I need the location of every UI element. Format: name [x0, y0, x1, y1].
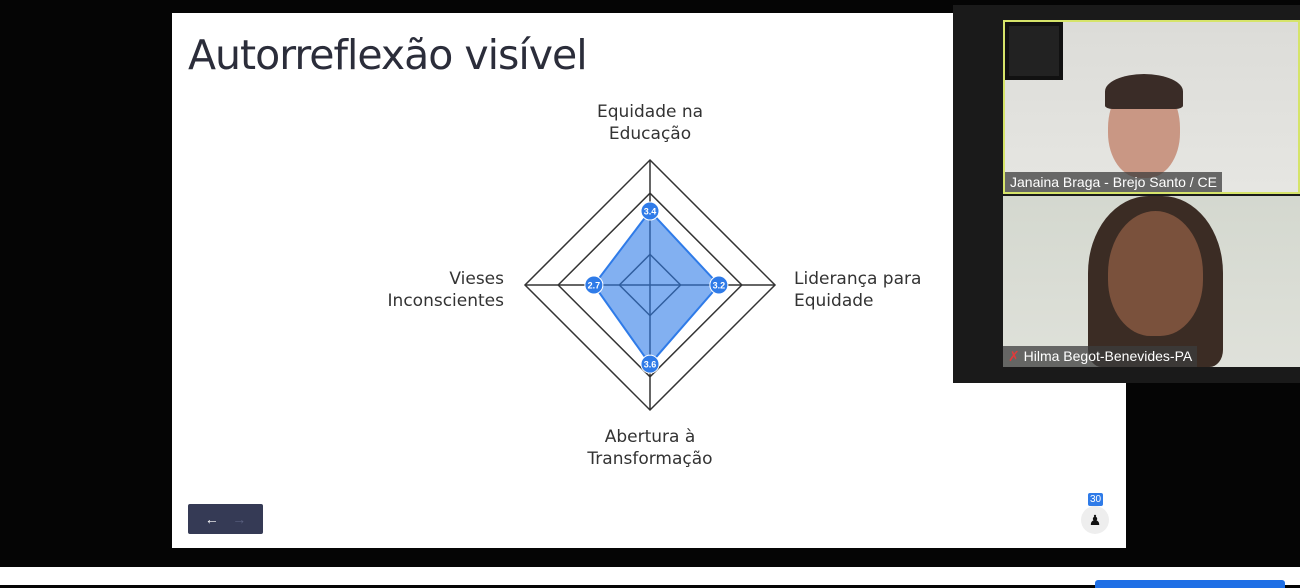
participant-name-bar: ✗ Hilma Begot-Benevides-PA [1003, 346, 1198, 367]
axis-label-line: Abertura à [604, 427, 696, 447]
radar-point [640, 354, 660, 374]
prev-slide-button[interactable]: ← [204, 511, 219, 527]
next-slide-button[interactable]: → [232, 511, 247, 527]
action-button[interactable] [1095, 580, 1285, 588]
slide-navigation: ← → [188, 504, 263, 534]
data-label: 3.2 [713, 281, 726, 291]
slide-title: Autorreflexão visível [188, 31, 588, 79]
bottom-bar [0, 567, 1300, 585]
video-tile-active-speaker[interactable]: Janaina Braga - Brejo Santo / CE [1003, 20, 1300, 194]
muted-mic-icon: ✗ [1008, 348, 1024, 364]
axis-label-line: Inconscientes [387, 291, 504, 311]
radar-chart: 3.4 3.2 3.6 2.7 [523, 158, 777, 412]
axis-label-line: Vieses [449, 269, 504, 289]
radar-point [709, 275, 729, 295]
radar-area [592, 209, 721, 366]
radar-point [584, 275, 604, 295]
person-icon[interactable]: ♟ [1081, 506, 1109, 534]
wall-picture [1005, 22, 1063, 80]
axis-label-line: Liderança para [794, 269, 922, 289]
data-label: 3.4 [644, 207, 657, 217]
axis-label-line: Equidade na [596, 102, 704, 122]
axis-label-line: Equidade [794, 291, 874, 311]
participant-name: Janaina Braga - Brejo Santo / CE [1005, 172, 1223, 192]
axis-label-line: Educação [608, 124, 692, 144]
participant-video [1108, 211, 1203, 336]
participants-count-badge: 30 [1088, 493, 1104, 506]
data-label: 2.7 [588, 281, 601, 291]
participant-name: Hilma Begot-Benevides-PA [1023, 348, 1193, 364]
axis-label-line: Transformação [587, 449, 713, 469]
radar-point [640, 201, 660, 221]
video-tile[interactable]: ✗ Hilma Begot-Benevides-PA [1003, 196, 1300, 367]
data-label: 3.6 [644, 360, 657, 370]
hair [1105, 74, 1183, 109]
